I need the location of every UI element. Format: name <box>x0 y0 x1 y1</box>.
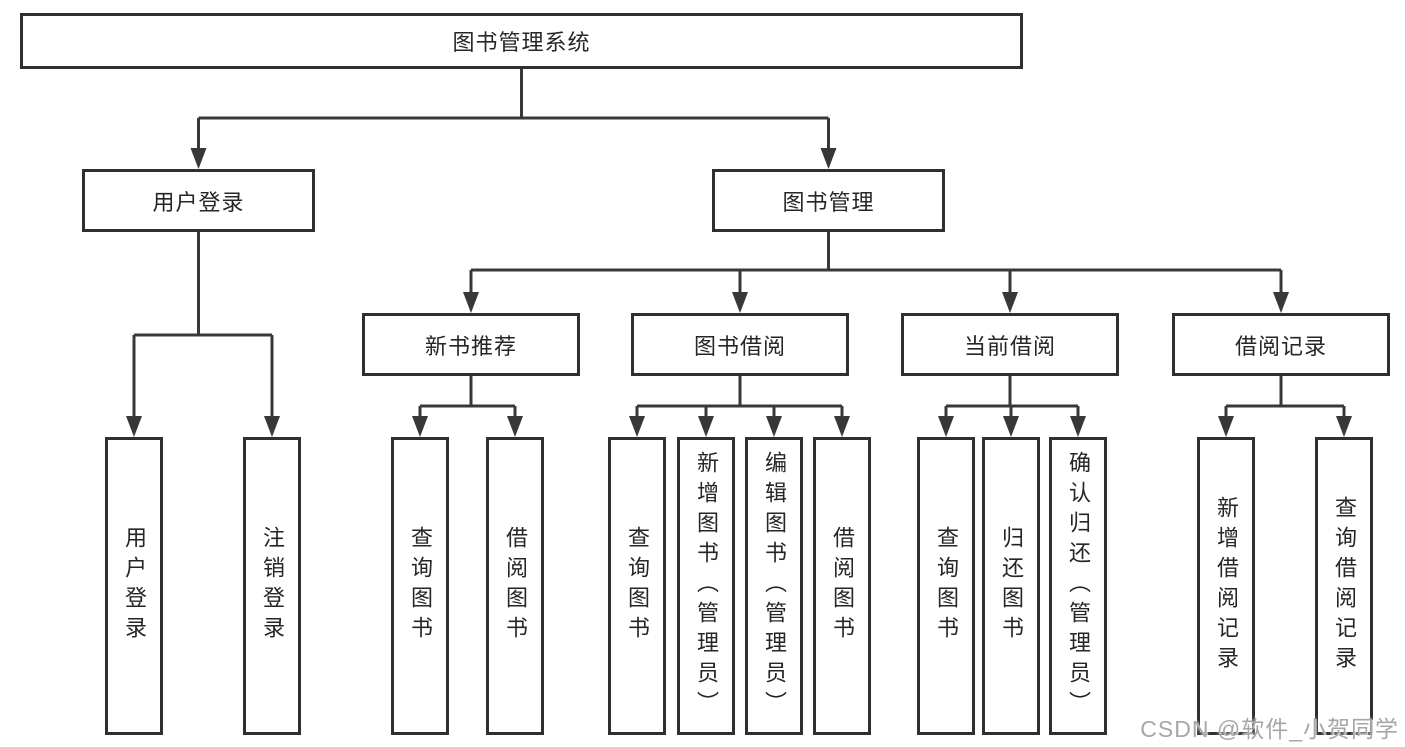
leaf-confirm-return-admin: 确认归还（管理员） <box>1049 437 1107 735</box>
leaf-query-books-borrowing: 查询图书 <box>608 437 666 735</box>
node-book-management-label: 图书管理 <box>782 189 875 215</box>
leaf-borrow-books-recommend: 借阅图书 <box>486 437 544 735</box>
node-root-label: 图书管理系统 <box>452 30 591 55</box>
leaf-add-book-admin: 新增图书（管理员） <box>677 437 735 735</box>
csdn-watermark: CSDN @软件_小贺同学 <box>1140 716 1399 742</box>
leaf-edit-book-admin-label: 编辑图书（管理员） <box>762 451 787 721</box>
node-root: 图书管理系统 <box>20 13 1023 69</box>
leaf-confirm-return-admin-label: 确认归还（管理员） <box>1066 451 1091 721</box>
leaf-query-books-current: 查询图书 <box>917 437 975 735</box>
leaf-user-login-label: 用户登录 <box>122 526 147 646</box>
leaf-query-borrow-record-label: 查询借阅记录 <box>1332 496 1357 676</box>
leaf-return-book-label: 归还图书 <box>999 526 1024 646</box>
node-book-borrowing-label: 图书借阅 <box>693 333 786 359</box>
node-user-login: 用户登录 <box>82 169 315 232</box>
leaf-return-book: 归还图书 <box>982 437 1040 735</box>
leaf-user-login: 用户登录 <box>105 437 163 735</box>
node-borrow-records-label: 借阅记录 <box>1234 333 1327 359</box>
leaf-borrow-books-borrowing-label: 借阅图书 <box>830 526 855 646</box>
leaf-query-books-current-label: 查询图书 <box>934 526 959 646</box>
leaf-add-book-admin-label: 新增图书（管理员） <box>694 451 719 721</box>
node-new-book-recommend-label: 新书推荐 <box>424 333 517 359</box>
node-current-borrowing: 当前借阅 <box>901 313 1119 376</box>
leaf-query-books-borrowing-label: 查询图书 <box>625 526 650 646</box>
leaf-edit-book-admin: 编辑图书（管理员） <box>745 437 803 735</box>
leaf-query-borrow-record: 查询借阅记录 <box>1315 437 1373 735</box>
node-user-login-label: 用户登录 <box>152 189 245 215</box>
leaf-add-borrow-record-label: 新增借阅记录 <box>1214 496 1239 676</box>
leaf-logout: 注销登录 <box>243 437 301 735</box>
leaf-add-borrow-record: 新增借阅记录 <box>1197 437 1255 735</box>
node-book-management: 图书管理 <box>712 169 945 232</box>
node-current-borrowing-label: 当前借阅 <box>963 333 1056 359</box>
node-borrow-records: 借阅记录 <box>1172 313 1390 376</box>
node-new-book-recommend: 新书推荐 <box>362 313 580 376</box>
leaf-logout-label: 注销登录 <box>260 526 285 646</box>
leaf-borrow-books-borrowing: 借阅图书 <box>813 437 871 735</box>
leaf-query-books-recommend-label: 查询图书 <box>408 526 433 646</box>
node-book-borrowing: 图书借阅 <box>631 313 849 376</box>
leaf-borrow-books-recommend-label: 借阅图书 <box>503 526 528 646</box>
leaf-query-books-recommend: 查询图书 <box>391 437 449 735</box>
